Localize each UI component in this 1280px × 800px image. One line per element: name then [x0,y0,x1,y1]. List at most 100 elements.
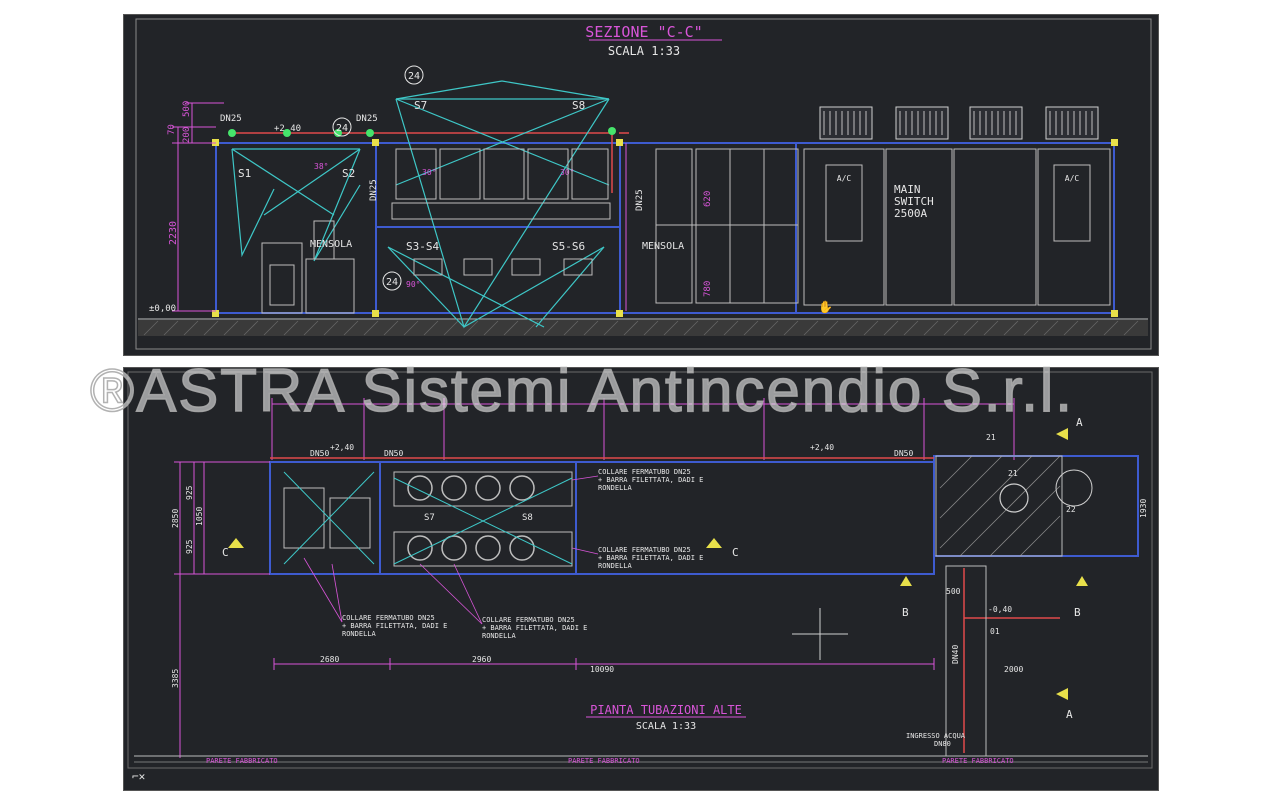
note-collare-1b: + BARRA FILETTATA, DADI E [598,476,703,484]
main-switch-label-1: MAIN [894,183,921,196]
plan-dim-500: 500 [946,587,961,596]
nozzle-s7: S7 [414,99,427,112]
note-collare-2b: + BARRA FILETTATA, DADI E [598,554,703,562]
electrical-cabinets [655,148,1111,306]
pump-circle [1055,469,1093,507]
note-collare-1c: RONDELLA [598,484,633,492]
dn25-label-4: DN25 [635,189,645,211]
nozzle-s5-s6: S5-S6 [552,240,585,253]
pipe-runs [229,132,629,193]
dim-70: 70 [167,124,177,135]
pan-cursor-icon: ✋ [818,300,833,314]
dn25-label-3: DN25 [369,179,379,201]
plan-frame [127,371,1153,769]
spray-cones [231,80,610,329]
main-switch-label-3: 2500A [894,207,927,220]
ac-label-2: A/C [1065,174,1080,183]
angle-38: 38° [314,162,328,171]
plan-dim-2960: 2960 [472,655,491,664]
note-collare-4b: + BARRA FILETTATA, DADI E [482,624,587,632]
section-title: SEZIONE "C-C" [585,23,702,41]
note-collare-3c: RONDELLA [342,630,377,638]
nozzle-s8: S8 [572,99,585,112]
plan-dim-1050: 1050 [195,507,204,526]
plan-spray-cones [283,471,573,565]
ground-hatch [138,318,1148,336]
plan-pipes [270,457,1060,753]
angle-30a: 30° [422,168,436,177]
corner-castings [212,139,1118,317]
plan-nozzle-s8: S8 [522,513,533,523]
ac-grilles [823,111,1093,135]
section-a-bottom: A [1066,708,1073,721]
plan-dim-10090: 10090 [590,665,614,674]
section-c-right: C [732,546,739,559]
ac-label-1: A/C [837,174,852,183]
note-collare-4c: RONDELLA [482,632,517,640]
callout-21-b: 21 [1008,469,1018,478]
callout-22: 22 [1066,505,1076,514]
plan-drawing: DN50 DN50 DN50 +2,40 +2,40 -0,40 DN40 S7… [127,371,1153,783]
dim-500: 500 [182,101,192,117]
rooftop-ac-units [819,106,1099,140]
plan-dim-3385: 3385 [171,669,180,688]
section-c-left: C [222,546,229,559]
equipment-outlines [261,148,611,314]
plan-title: PIANTA TUBAZIONI ALTE [590,703,742,717]
plan-top-dimensions [271,398,1015,460]
plan-dim-2680: 2680 [320,655,339,664]
note-collare-1a: COLLARE FERMATUBO DN25 [598,468,691,476]
section-marker-symbols [228,428,1088,700]
dim-780: 780 [703,281,713,297]
plan-dim-2000: 2000 [1004,665,1023,674]
section-a-top: A [1076,416,1083,429]
plan-level-040: -0,40 [988,605,1012,614]
plan-dim-925b: 925 [185,539,194,554]
level-240: +2,40 [274,124,301,134]
note-collare-2a: COLLARE FERMATUBO DN25 [598,546,691,554]
water-inlet-label-1: INGRESSO ACQUA [906,732,966,740]
angle-30b: 30° [560,168,574,177]
equipment-frames [283,471,573,567]
plan-dn40: DN40 [951,645,960,664]
ucs-icon: ⌐✕ [132,770,145,783]
note-collare-2c: RONDELLA [598,562,633,570]
nozzle-s1: S1 [238,167,251,180]
plan-scale: SCALA 1:33 [636,721,696,732]
plan-dim-925a: 925 [185,485,194,500]
nozzle-s2: S2 [342,167,355,180]
water-inlet-label-2: DN80 [934,740,951,748]
section-scale: SCALA 1:33 [608,44,680,58]
section-b-left: B [902,606,909,619]
plan-view-panel: DN50 DN50 DN50 +2,40 +2,40 -0,40 DN40 S7… [123,367,1159,791]
callout-21-a: 21 [986,433,996,442]
callout-24-b: 24 [336,123,348,134]
plan-dim-1930: 1930 [1139,499,1148,518]
tank-room-outline [935,455,1063,557]
dim-200: 200 [182,127,192,143]
crosshair-cursor [792,608,848,660]
plan-dim-2850: 2850 [171,509,180,528]
mensola-label-1: MENSOLA [310,239,352,250]
parete-label-3: PARETE FABBRICATO [942,757,1014,765]
plan-left-dimensions [174,461,935,758]
dim-620: 620 [703,191,713,207]
parete-label-1: PARETE FABBRICATO [206,757,278,765]
nozzle-s3-s4: S3-S4 [406,240,439,253]
plan-nozzle-s7: S7 [424,513,435,523]
note-collare-3b: + BARRA FILETTATA, DADI E [342,622,447,630]
leader-lines [303,475,599,625]
callout-24-c: 24 [386,277,398,288]
angle-90: 90° [406,280,420,289]
dimension-lines [172,102,627,312]
plan-dn50-1: DN50 [310,449,329,458]
hatched-room [939,455,1061,557]
section-b-right: B [1074,606,1081,619]
dim-2230: 2230 [168,221,179,245]
plan-level-240-1: +2,40 [330,443,354,452]
valve-markers [228,127,616,137]
callout-circles [332,65,424,291]
section-view-panel: SEZIONE "C-C" SCALA 1:33 [123,14,1159,356]
section-drawing: SEZIONE "C-C" SCALA 1:33 [135,18,1152,350]
drawing-frame [135,18,1152,350]
